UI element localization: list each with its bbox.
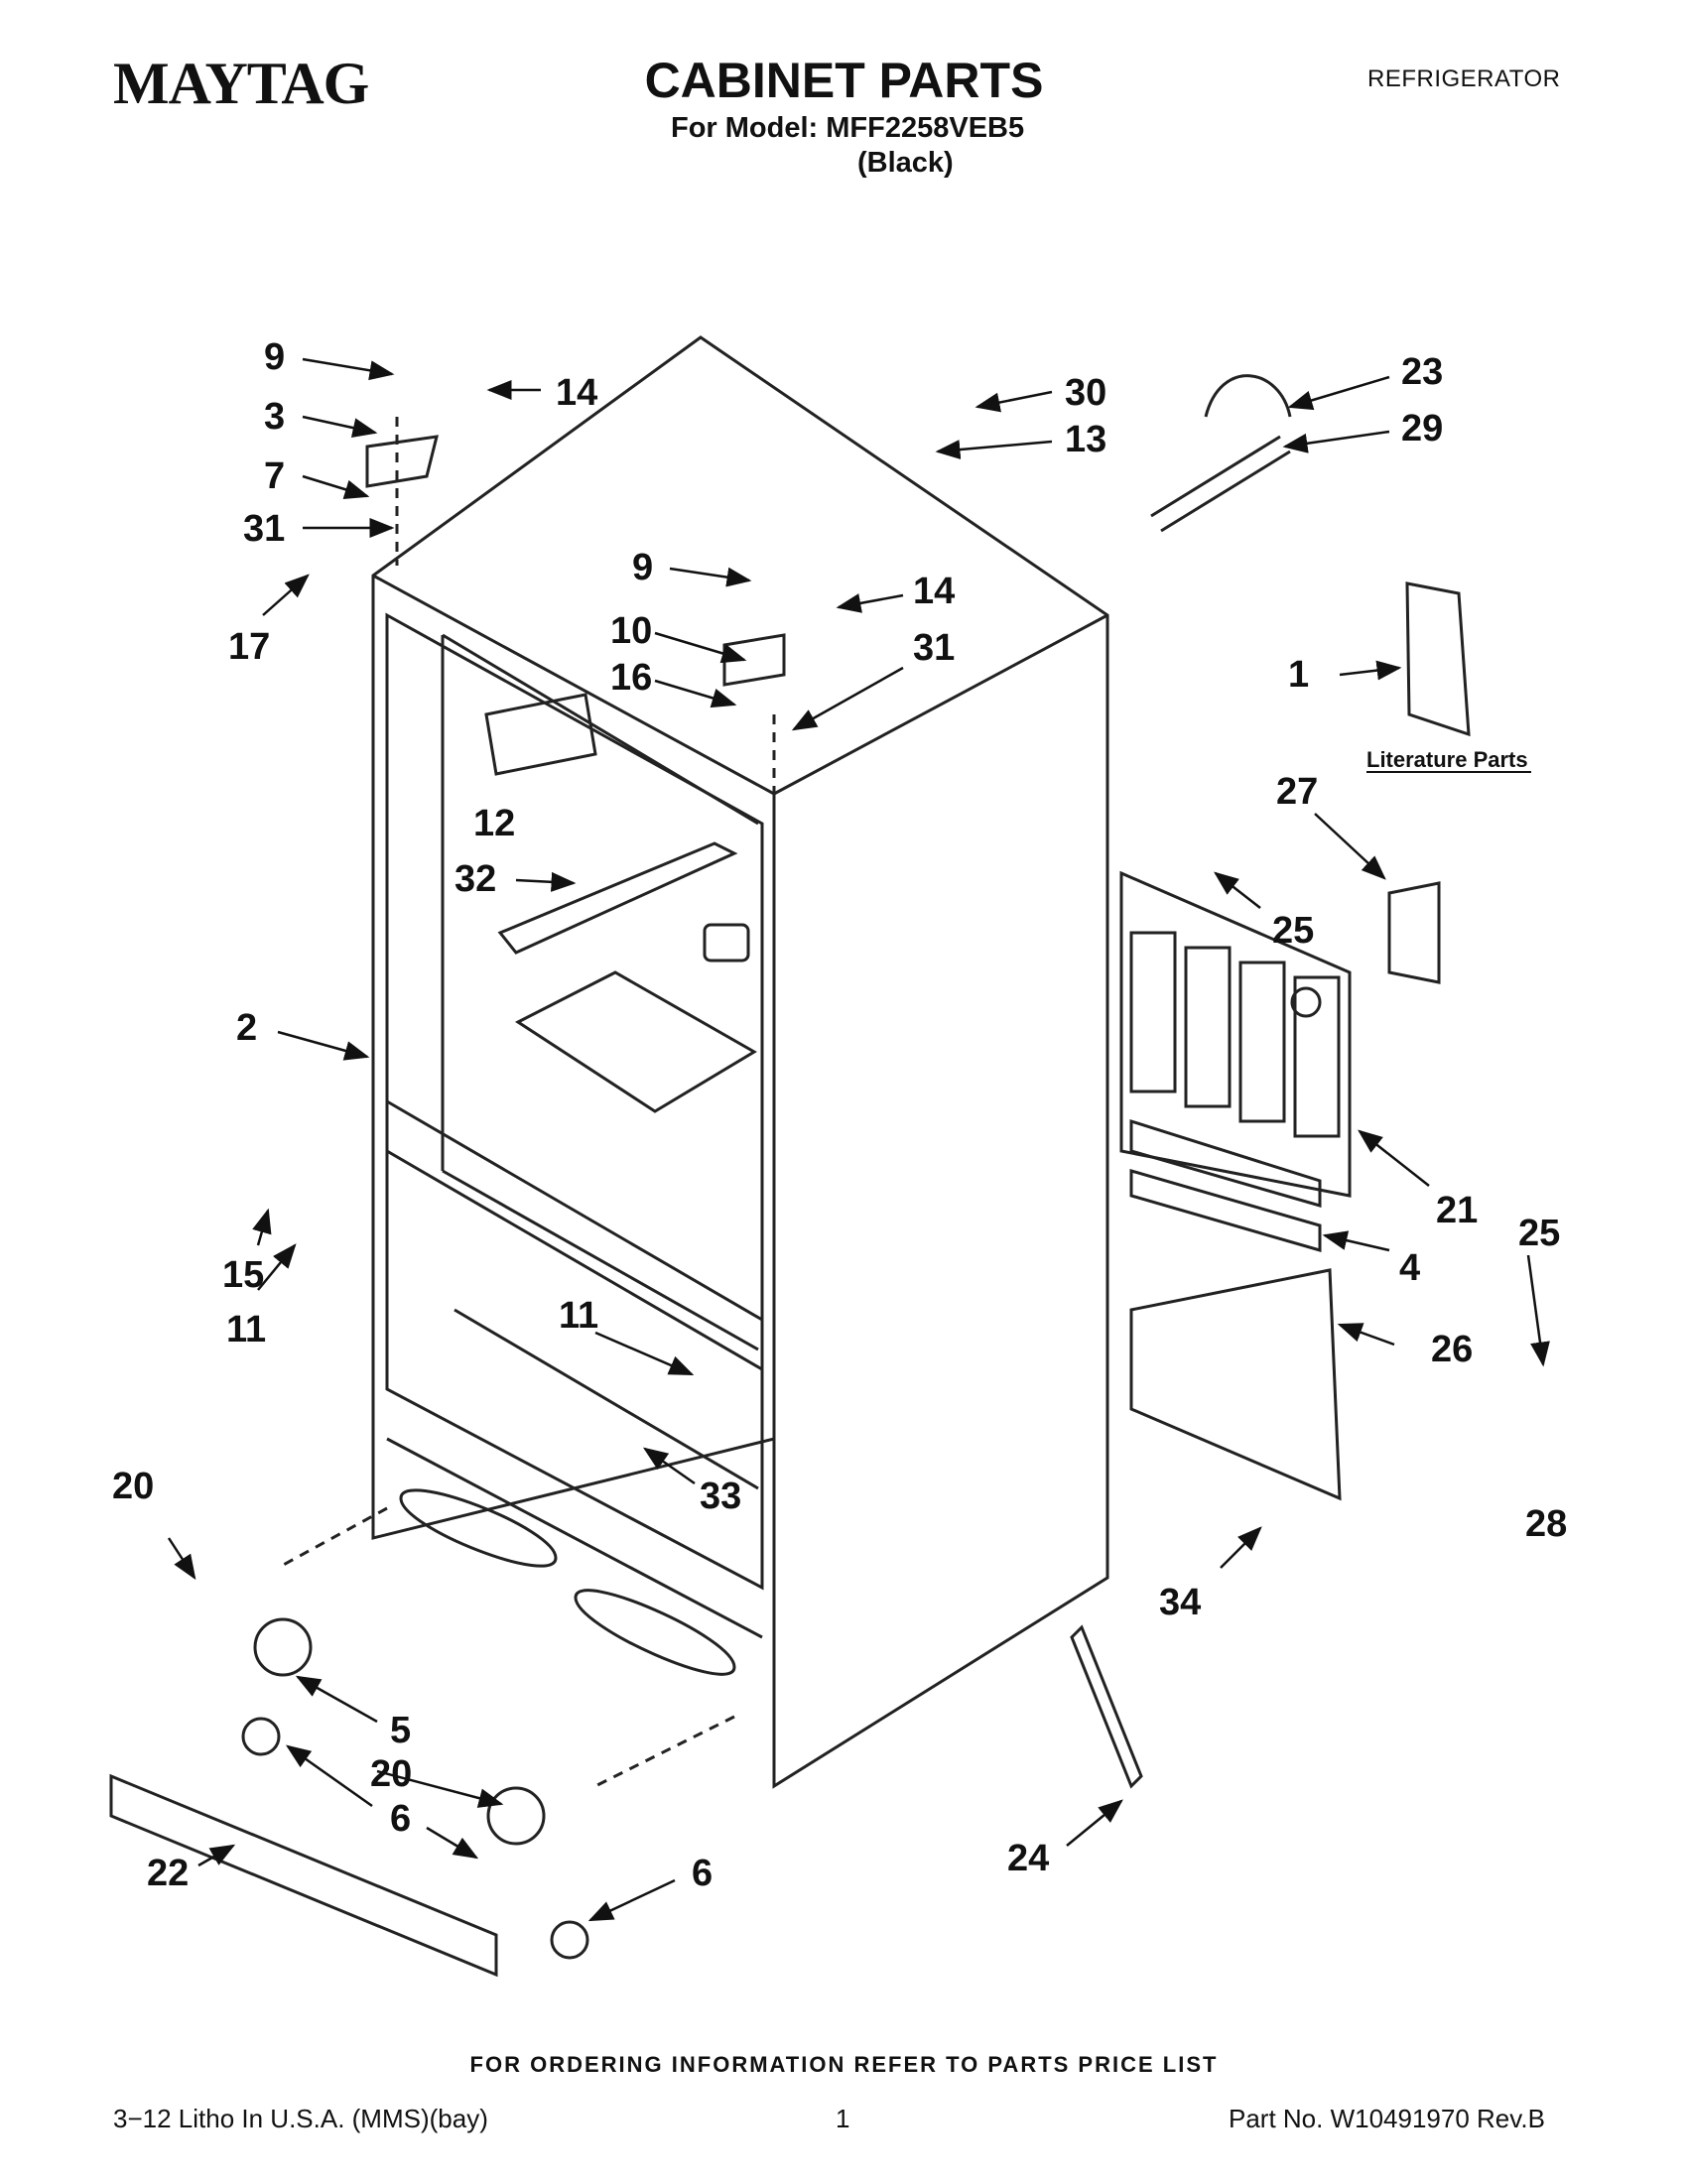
callout-27: 27 bbox=[1276, 771, 1318, 813]
callout-6-left: 6 bbox=[390, 1798, 411, 1840]
page-number: 1 bbox=[836, 2104, 850, 2133]
callout-14-top-left: 14 bbox=[556, 372, 597, 414]
callout-31-center: 31 bbox=[913, 627, 955, 669]
callout-3: 3 bbox=[264, 396, 285, 438]
callout-20-left: 20 bbox=[112, 1466, 154, 1507]
callout-13: 13 bbox=[1065, 419, 1106, 460]
brand-logo: MAYTAG bbox=[113, 51, 369, 116]
callout-9-center: 9 bbox=[632, 547, 653, 588]
callout-23: 23 bbox=[1401, 351, 1443, 393]
literature-parts-label: Literature Parts bbox=[1366, 747, 1528, 772]
callout-22: 22 bbox=[147, 1853, 189, 1894]
callout-11-left: 11 bbox=[226, 1309, 266, 1350]
callout-25-upper: 25 bbox=[1272, 910, 1314, 952]
ordering-note: FOR ORDERING INFORMATION REFER TO PARTS … bbox=[469, 2052, 1219, 2077]
callout-9-top-left: 9 bbox=[264, 336, 285, 378]
callout-30: 30 bbox=[1065, 372, 1106, 414]
cabinet-drawing bbox=[109, 335, 1471, 1978]
callout-16: 16 bbox=[610, 657, 652, 699]
callout-20-lower: 20 bbox=[370, 1753, 412, 1795]
callout-32: 32 bbox=[454, 858, 496, 900]
model-line: For Model: MFF2258VEB5 bbox=[671, 112, 1025, 144]
callout-5: 5 bbox=[390, 1710, 411, 1751]
callout-25-lower: 25 bbox=[1518, 1213, 1560, 1254]
callout-14-center: 14 bbox=[913, 571, 955, 612]
callout-7: 7 bbox=[264, 455, 285, 497]
callout-2: 2 bbox=[236, 1007, 257, 1049]
callout-10: 10 bbox=[610, 610, 652, 652]
part-number: Part No. W10491970 Rev.B bbox=[1229, 2104, 1545, 2133]
callout-31-left: 31 bbox=[243, 508, 285, 550]
callout-4: 4 bbox=[1399, 1247, 1420, 1289]
callout-17: 17 bbox=[228, 626, 270, 668]
callout-11-center: 11 bbox=[559, 1295, 598, 1337]
callout-26: 26 bbox=[1431, 1329, 1473, 1370]
category-label: REFRIGERATOR bbox=[1367, 65, 1561, 92]
callout-leaders bbox=[167, 357, 1550, 1922]
page-title: CABINET PARTS bbox=[644, 53, 1044, 108]
litho-line: 3−12 Litho In U.S.A. (MMS)(bay) bbox=[113, 2104, 488, 2133]
callout-12: 12 bbox=[473, 803, 515, 844]
callout-29: 29 bbox=[1401, 408, 1443, 450]
color-line: (Black) bbox=[857, 147, 954, 179]
callout-28: 28 bbox=[1525, 1503, 1567, 1545]
callout-24: 24 bbox=[1007, 1838, 1049, 1879]
grille-louvers bbox=[1129, 931, 1341, 1138]
callout-33: 33 bbox=[700, 1476, 741, 1517]
callout-15: 15 bbox=[222, 1254, 264, 1296]
callout-6-right: 6 bbox=[692, 1853, 713, 1894]
callout-1: 1 bbox=[1288, 654, 1309, 696]
callout-21: 21 bbox=[1436, 1190, 1478, 1231]
callout-34: 34 bbox=[1159, 1582, 1201, 1623]
callout-numbers: 9 14 3 7 31 17 30 13 23 29 9 14 10 16 31… bbox=[112, 336, 1567, 1894]
